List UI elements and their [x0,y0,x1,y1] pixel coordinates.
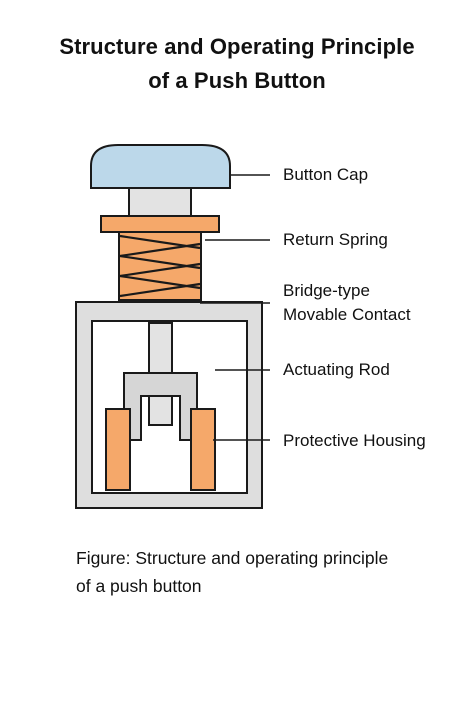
protective-housing [75,301,263,509]
button-cap [90,144,231,189]
label-actuating-rod: Actuating Rod [283,360,390,379]
fixed-contact-right [190,408,216,491]
label-contact-line-2: Movable Contact [283,305,411,324]
return-spring [119,234,201,298]
label-protective-housing: Protective Housing [283,431,426,450]
button-stem [128,187,192,217]
spring-top-plate [100,215,220,233]
label-contact-line-1: Bridge-type [283,281,370,300]
diagram-title: Structure and Operating Principle of a P… [0,30,474,98]
title-line-2: of a Push Button [148,68,326,93]
figure-caption: Figure: Structure and operating principl… [76,548,389,596]
title-line-1: Structure and Operating Principle [59,34,415,59]
label-return-spring: Return Spring [283,230,388,249]
label-button-cap: Button Cap [283,165,369,184]
fixed-contact-left [105,408,131,491]
leader-lines [200,174,270,441]
